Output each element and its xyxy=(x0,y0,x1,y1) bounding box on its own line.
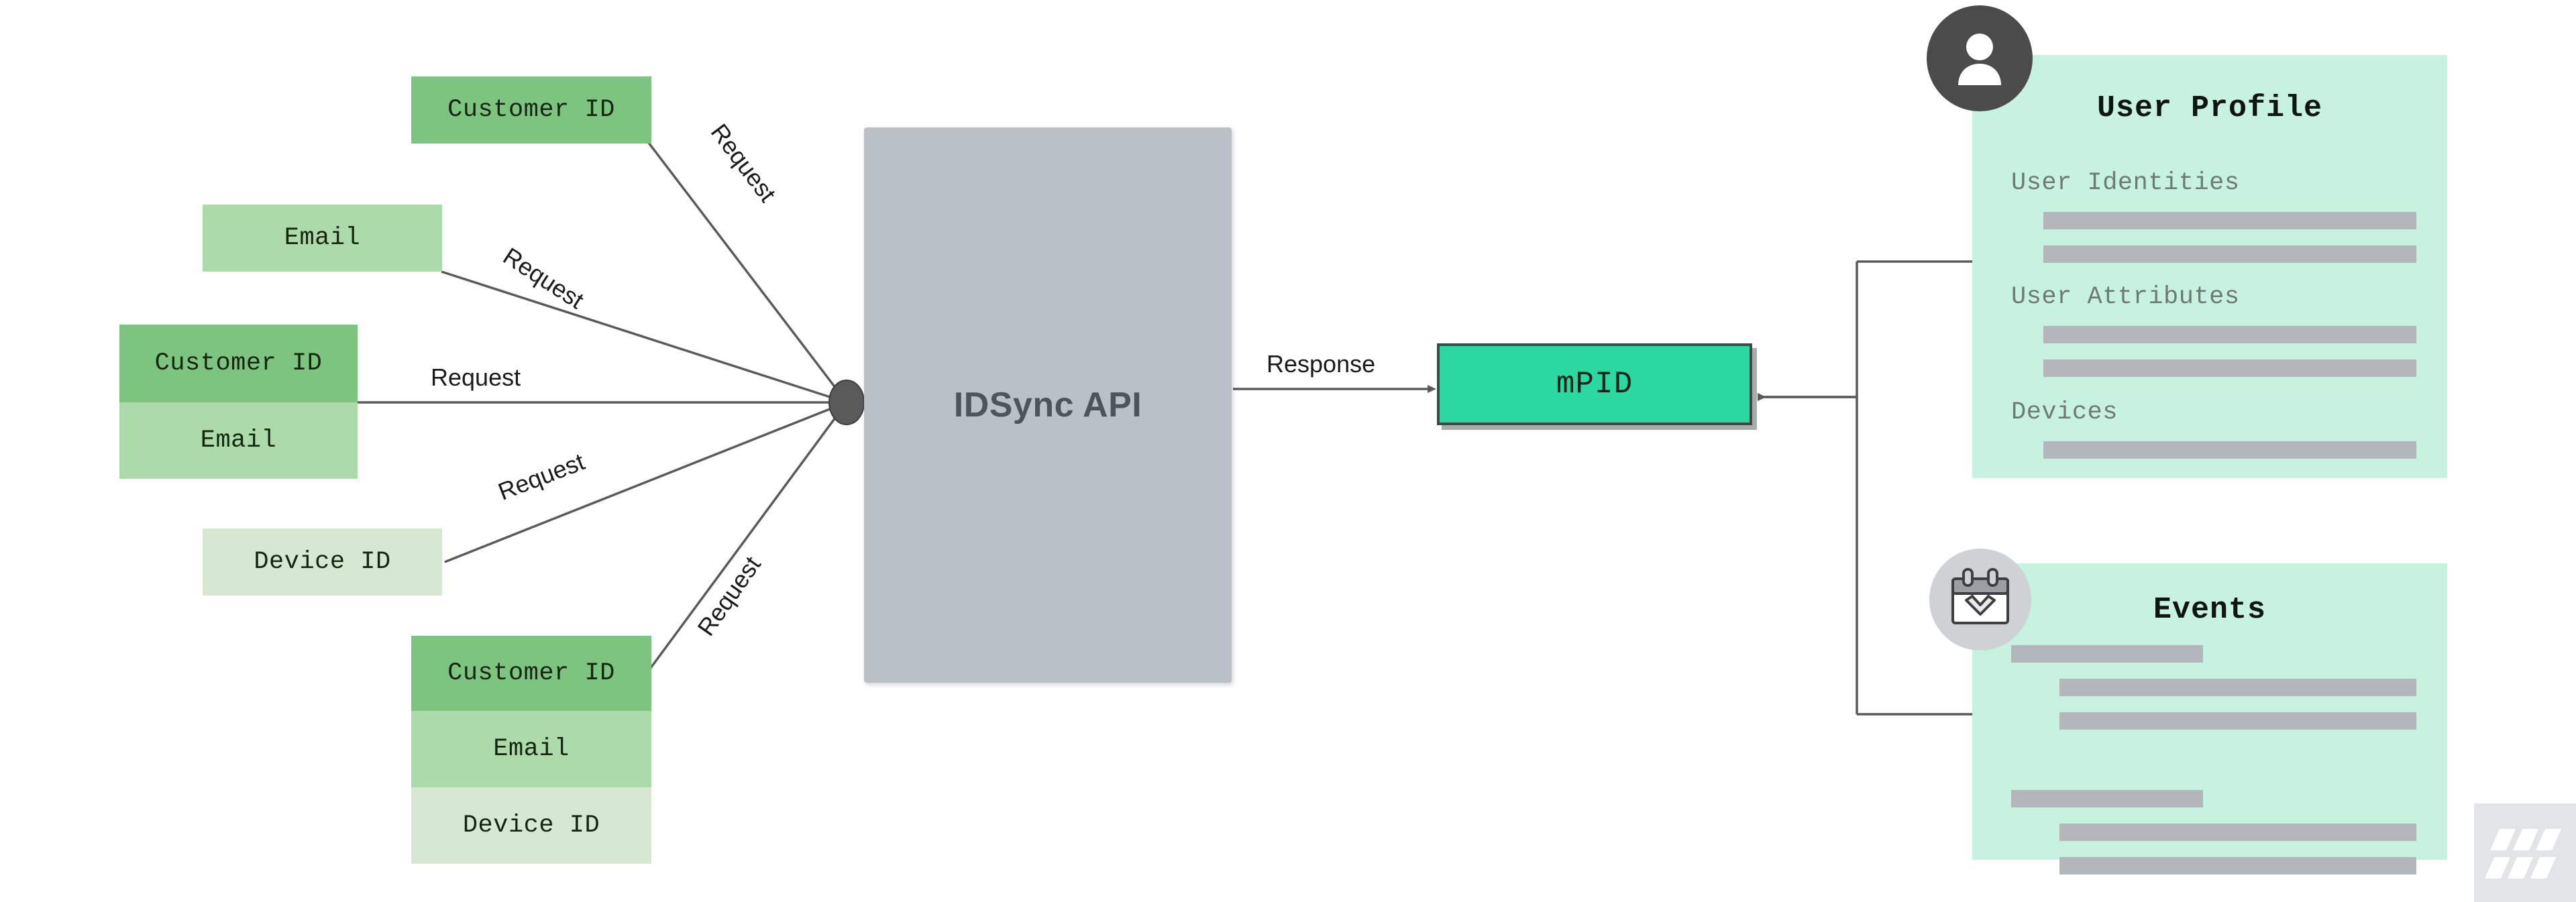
input-stack-row[interactable]: Device ID xyxy=(411,787,651,864)
user-avatar-icon xyxy=(1927,5,2033,111)
mparticle-logo-watermark xyxy=(2474,803,2576,902)
user-profile-section: User Attributes xyxy=(2011,283,2416,377)
input-stack-row[interactable]: Email xyxy=(411,711,651,787)
calendar-check-icon xyxy=(1929,549,2031,651)
input-box-label: Customer ID xyxy=(447,659,615,687)
mpid-node[interactable]: mPID xyxy=(1437,343,1752,425)
edge-label-request-2: Request xyxy=(498,241,589,315)
event-header-bar xyxy=(2011,645,2203,663)
input-box-email[interactable]: Email xyxy=(203,205,442,272)
user-profile-section: Devices xyxy=(2011,398,2416,459)
section-label: User Identities xyxy=(2011,169,2240,197)
events-group xyxy=(2011,645,2416,730)
input-stack-customer-id-email[interactable]: Customer ID Email xyxy=(119,325,358,479)
events-group xyxy=(2011,790,2416,875)
input-box-label: Customer ID xyxy=(154,349,323,378)
user-profile-panel[interactable]: User Profile User Identities User Attrib… xyxy=(1972,55,2447,478)
event-detail-bar xyxy=(2059,679,2416,696)
placeholder-bar xyxy=(2043,326,2416,343)
input-box-label: Customer ID xyxy=(447,96,615,124)
edge-label-response: Response xyxy=(1267,350,1376,378)
idsync-api-node[interactable]: IDSync API xyxy=(864,127,1232,683)
input-box-label: Email xyxy=(200,427,277,455)
input-box-device-id[interactable]: Device ID xyxy=(203,528,442,596)
input-box-customer-id-1[interactable]: Customer ID xyxy=(411,76,651,144)
edge-label-request-4: Request xyxy=(494,447,588,506)
mpid-label: mPID xyxy=(1556,367,1633,402)
person-glyph xyxy=(1958,34,2001,85)
events-title: Events xyxy=(2153,593,2267,627)
user-profile-section: User Identities xyxy=(2011,169,2416,263)
placeholder-bar xyxy=(2043,359,2416,377)
input-stack-row[interactable]: Customer ID xyxy=(411,636,651,711)
input-box-label: Device ID xyxy=(254,548,391,576)
events-panel[interactable]: Events xyxy=(1972,563,2447,875)
event-header-bar xyxy=(2011,790,2203,807)
logo-slashes-glyph xyxy=(2485,829,2561,879)
input-box-label: Device ID xyxy=(462,811,600,840)
section-label: Devices xyxy=(2011,398,2118,427)
edge-label-request-1: Request xyxy=(705,118,782,207)
edge-label-request-3: Request xyxy=(431,363,521,391)
section-label: User Attributes xyxy=(2011,283,2240,311)
input-stack-row[interactable]: Email xyxy=(119,402,358,479)
idsync-api-label: IDSync API xyxy=(953,386,1142,425)
event-detail-bar xyxy=(2059,857,2416,875)
input-stack-customer-id-email-device-id[interactable]: Customer ID Email Device ID xyxy=(411,636,651,864)
placeholder-bar xyxy=(2043,441,2416,459)
event-detail-bar xyxy=(2059,712,2416,730)
calendar-check-glyph xyxy=(1951,568,2009,624)
event-detail-bar xyxy=(2059,824,2416,841)
edge-label-request-5: Request xyxy=(692,551,766,641)
input-box-label: Email xyxy=(284,224,361,252)
placeholder-bar xyxy=(2043,245,2416,263)
placeholder-bar xyxy=(2043,212,2416,229)
input-stack-row[interactable]: Customer ID xyxy=(119,325,358,402)
input-box-label: Email xyxy=(493,735,570,763)
user-profile-title: User Profile xyxy=(2096,91,2323,125)
